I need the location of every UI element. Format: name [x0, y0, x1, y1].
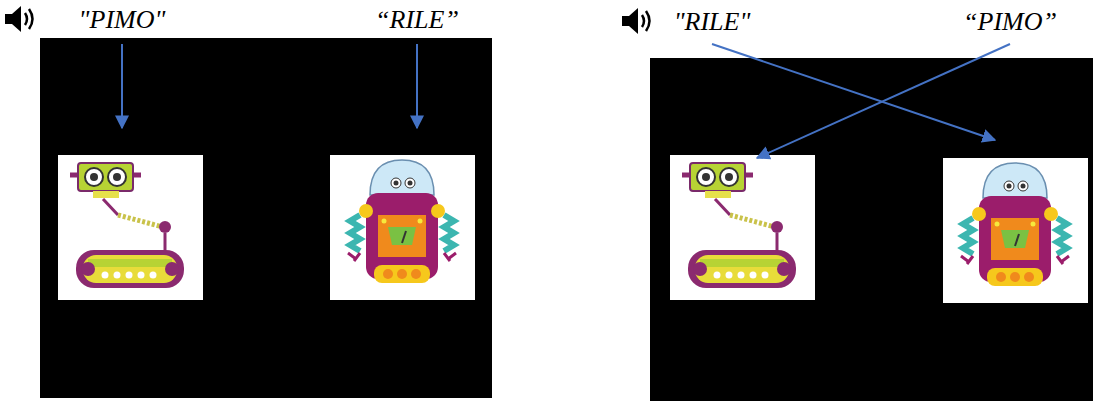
panel [40, 38, 492, 398]
panel [650, 58, 1093, 401]
speaker-icon [622, 8, 650, 34]
arrow [712, 44, 995, 140]
spoken-word: "PIMO" [79, 6, 166, 35]
arrow [121, 44, 123, 128]
robot-picture [670, 155, 815, 300]
arrow [757, 44, 1010, 158]
arrow [416, 44, 418, 128]
robot-picture [58, 155, 203, 300]
robot-picture [330, 155, 475, 300]
speaker-icon [5, 6, 33, 32]
spoken-word: “PIMO” [963, 8, 1057, 37]
spoken-word: "RILE" [674, 8, 751, 37]
robot-picture [943, 158, 1088, 303]
spoken-word: “RILE” [375, 6, 459, 35]
